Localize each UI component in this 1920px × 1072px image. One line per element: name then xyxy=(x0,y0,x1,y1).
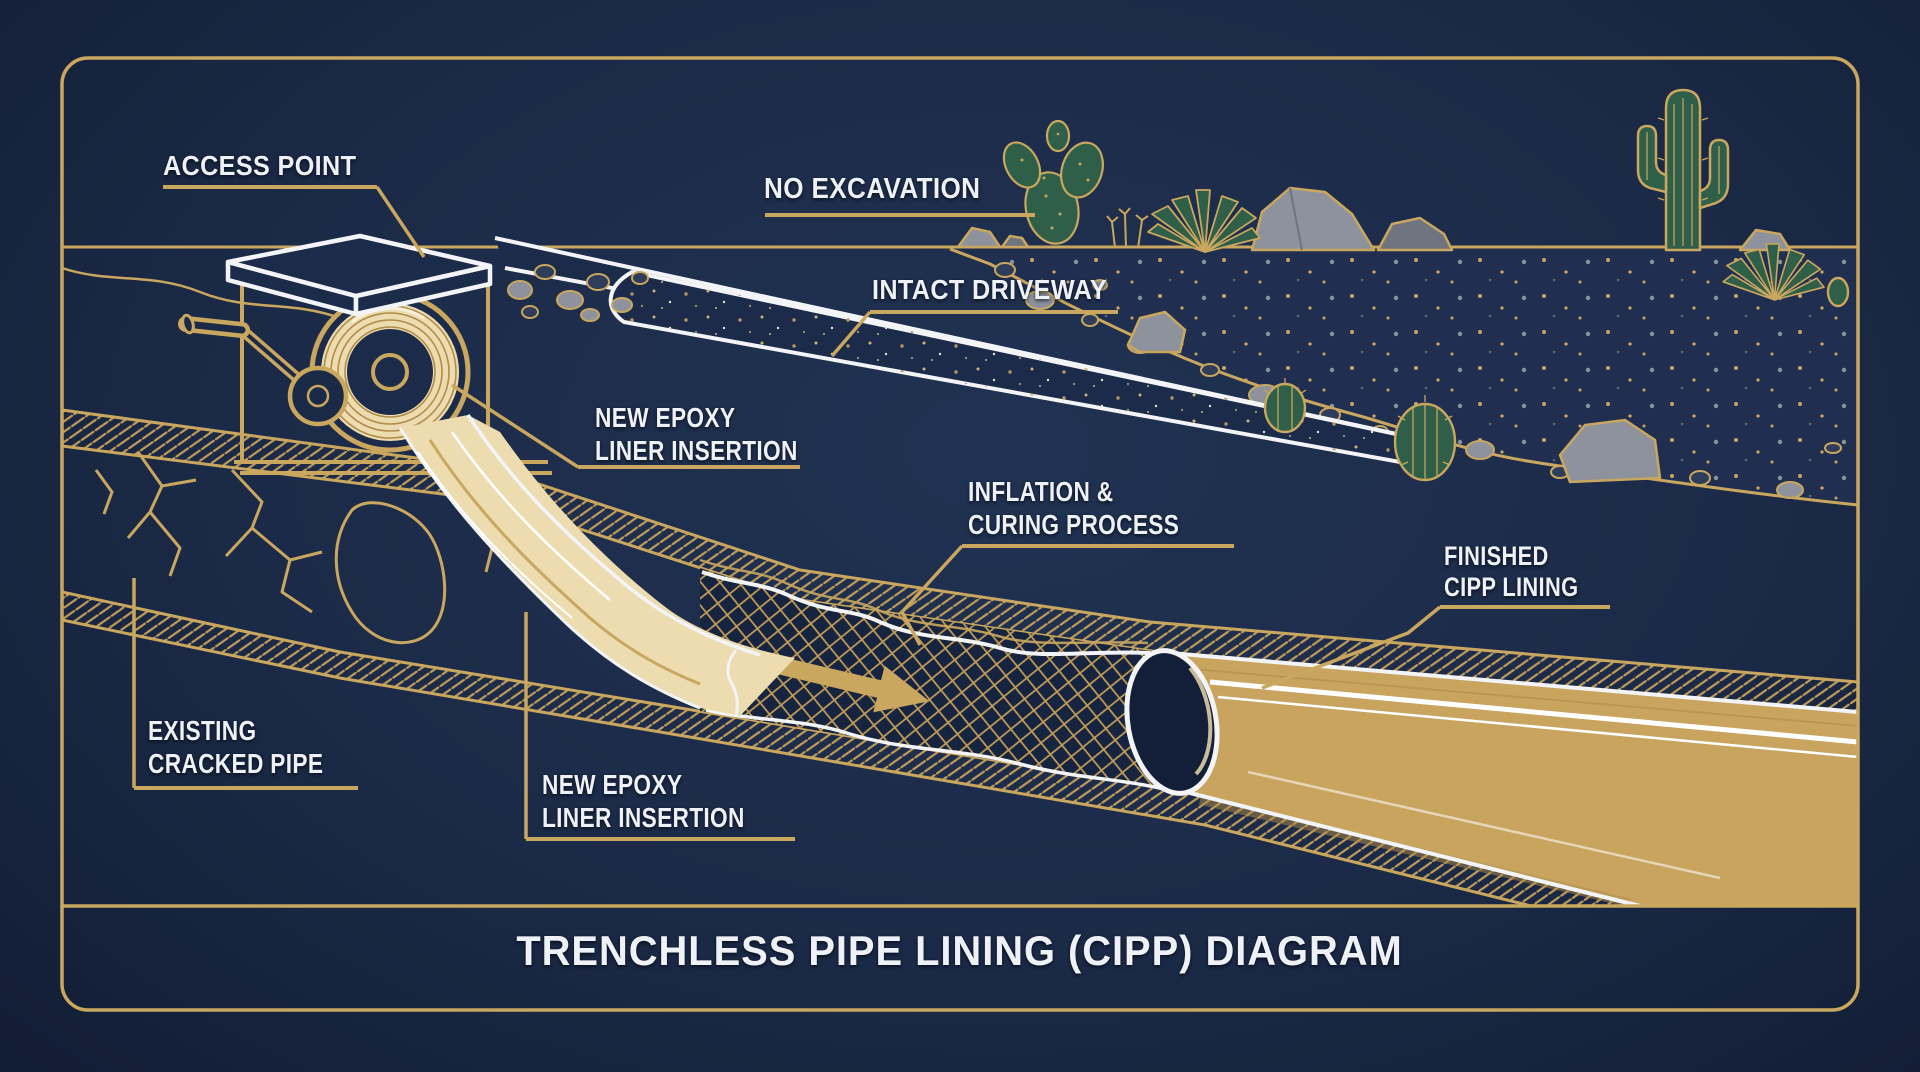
intact-driveway-label: INTACT DRIVEWAY xyxy=(872,274,1108,305)
gravel xyxy=(507,264,649,322)
pipe-opening xyxy=(1124,648,1220,796)
soil-bed xyxy=(949,247,1859,507)
desert-flowers-icon xyxy=(1106,207,1149,249)
inflation-curing-label: INFLATION & CURING PROCESS xyxy=(968,476,1180,540)
border-frame xyxy=(60,56,1860,1012)
access-pit xyxy=(178,233,552,475)
access-point-label: ACCESS POINT xyxy=(163,150,357,181)
crosshatch-liner-tube xyxy=(699,558,1186,796)
finished-gold-pipe xyxy=(1157,650,1858,906)
prickly-pear-cactus-icon xyxy=(1002,119,1104,245)
diagram-title: TRENCHLESS PIPE LINING (CIPP) DIAGRAM xyxy=(516,927,1404,974)
new-epoxy-liner-label-top: NEW EPOXY LINER INSERTION xyxy=(595,402,798,466)
epoxy-liner-ribbon xyxy=(398,414,795,717)
new-epoxy-liner-label-bottom: NEW EPOXY LINER INSERTION xyxy=(542,769,745,833)
no-excavation-label: NO EXCAVATION xyxy=(764,173,981,205)
existing-cracked-pipe-label: EXISTING CRACKED PIPE xyxy=(148,715,324,779)
surface-scene xyxy=(61,88,1859,507)
winch-crank-icon xyxy=(178,313,349,427)
finished-cipp-lining-label: FINISHED CIPP LINING xyxy=(1444,541,1579,602)
label-leader-lines xyxy=(132,185,1610,841)
barrel-cactus-icon xyxy=(1263,276,1850,482)
driveway-slab xyxy=(494,236,1419,465)
agave-plant-icon xyxy=(1147,189,1261,253)
saguaro-cactus-icon xyxy=(1636,88,1730,252)
desert-rocks xyxy=(956,186,1792,252)
access-cover xyxy=(225,233,493,317)
